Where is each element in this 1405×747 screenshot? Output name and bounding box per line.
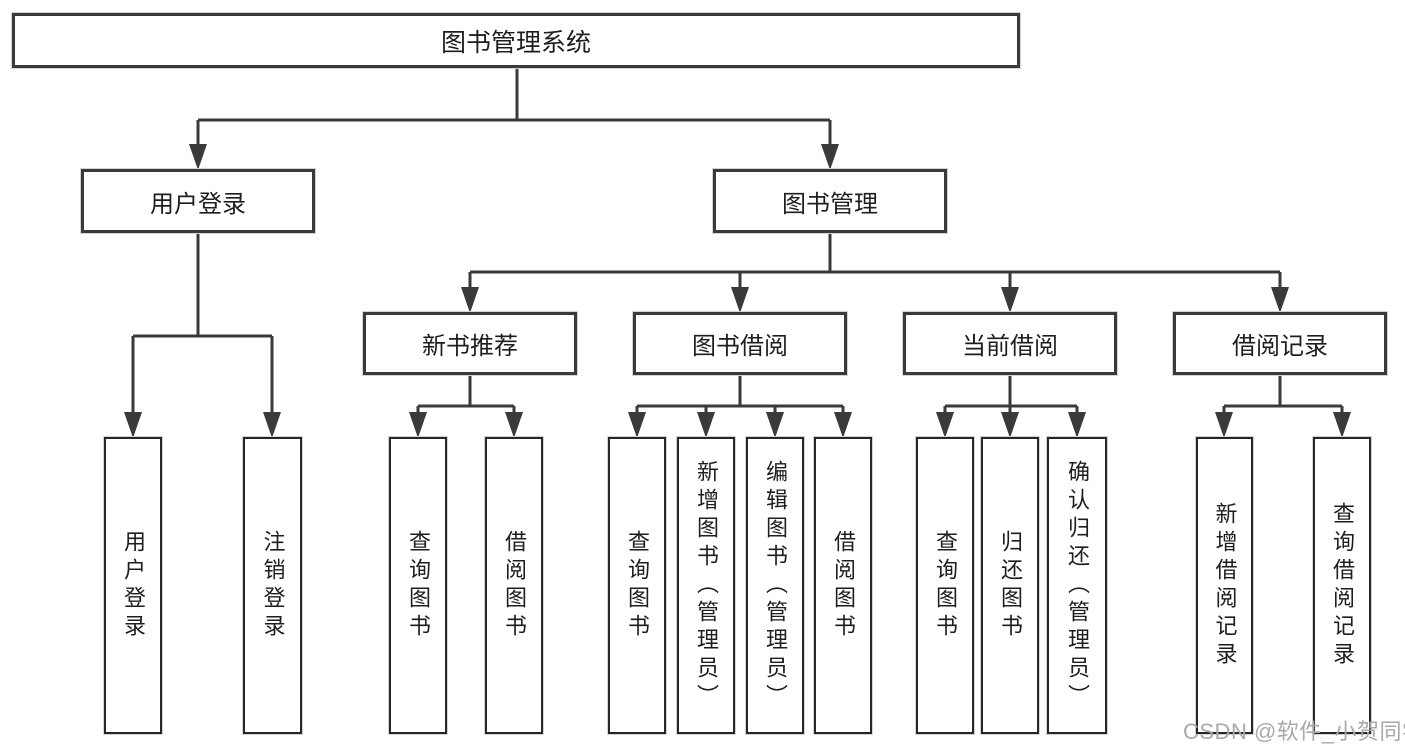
connector-book-borrow-children [628, 374, 852, 438]
node-recommend-borrow-books: 借阅图书 [485, 437, 543, 734]
node-borrow-borrow-books: 借阅图书 [814, 437, 872, 734]
node-label: 借阅图书 [831, 529, 856, 642]
node-label: 查询图书 [625, 529, 650, 642]
node-label: 注销登录 [260, 529, 286, 642]
node-label: 图书借阅 [692, 333, 788, 360]
node-label: 用户登录 [150, 190, 246, 218]
node-label: 新书推荐 [422, 333, 518, 360]
node-label: 当前借阅 [962, 333, 1058, 360]
node-label: 确认归还（管理员） [1065, 459, 1090, 712]
node-label: 图书管理 [782, 190, 878, 218]
node-new-book-recommend: 新书推荐 [363, 312, 577, 375]
arrowhead [1068, 412, 1086, 438]
node-leaf-user-login: 用户登录 [104, 437, 162, 734]
arrowhead [461, 287, 479, 313]
node-label: 图书管理系统 [440, 28, 591, 57]
connector-user-login-children [124, 232, 281, 438]
node-borrow-records: 借阅记录 [1173, 312, 1387, 375]
arrowhead [766, 412, 784, 438]
node-book-management: 图书管理 [713, 169, 947, 233]
arrowhead [263, 412, 281, 438]
connector-book-management-children [461, 232, 1289, 313]
node-user-login: 用户登录 [81, 169, 315, 233]
node-borrow-query-books: 查询图书 [608, 437, 666, 734]
connector-new-book-recommend-children [409, 374, 523, 438]
node-current-borrow: 当前借阅 [903, 312, 1117, 375]
csdn-watermark: CSDN @软件_小贺同学 [1183, 719, 1405, 744]
arrowhead [936, 412, 954, 438]
node-label: 查询图书 [406, 529, 431, 642]
node-current-confirm-return: 确认归还（管理员） [1047, 437, 1107, 734]
arrowhead [124, 412, 142, 438]
arrowhead [1001, 287, 1019, 313]
arrowhead [1271, 287, 1289, 313]
arrowhead [834, 412, 852, 438]
node-borrow-edit-books: 编辑图书（管理员） [746, 437, 804, 734]
node-current-query-books: 查询图书 [916, 437, 974, 734]
node-book-borrow: 图书借阅 [633, 312, 847, 375]
arrowhead [505, 412, 523, 438]
arrowhead [821, 144, 839, 170]
node-library-management-system: 图书管理系统 [12, 13, 1020, 68]
node-label: 新增图书（管理员） [694, 459, 719, 712]
node-recommend-query-books: 查询图书 [389, 437, 447, 734]
connector-borrow-records-children [1215, 374, 1351, 438]
connector-root-to-level2 [189, 68, 839, 170]
arrowhead [189, 144, 207, 170]
node-label: 归还图书 [998, 529, 1023, 642]
arrowhead [731, 287, 749, 313]
node-label: 借阅图书 [502, 529, 527, 642]
arrowhead [409, 412, 427, 438]
node-leaf-logout: 注销登录 [243, 437, 302, 734]
node-records-query-record: 查询借阅记录 [1313, 437, 1371, 734]
arrowhead [1215, 412, 1233, 438]
node-label: 新增借阅记录 [1212, 501, 1238, 670]
node-label: 查询图书 [933, 529, 958, 642]
node-current-return-books: 归还图书 [981, 437, 1039, 734]
node-borrow-add-books: 新增图书（管理员） [677, 437, 735, 734]
arrowhead [628, 412, 646, 438]
arrowhead [1001, 412, 1019, 438]
arrowhead [1333, 412, 1351, 438]
node-records-add-record: 新增借阅记录 [1196, 437, 1253, 734]
node-label: 借阅记录 [1232, 333, 1328, 360]
node-label: 查询借阅记录 [1330, 501, 1355, 670]
node-label: 用户登录 [121, 529, 146, 642]
arrowhead [697, 412, 715, 438]
connector-current-borrow-children [936, 374, 1086, 438]
node-label: 编辑图书（管理员） [763, 459, 788, 712]
